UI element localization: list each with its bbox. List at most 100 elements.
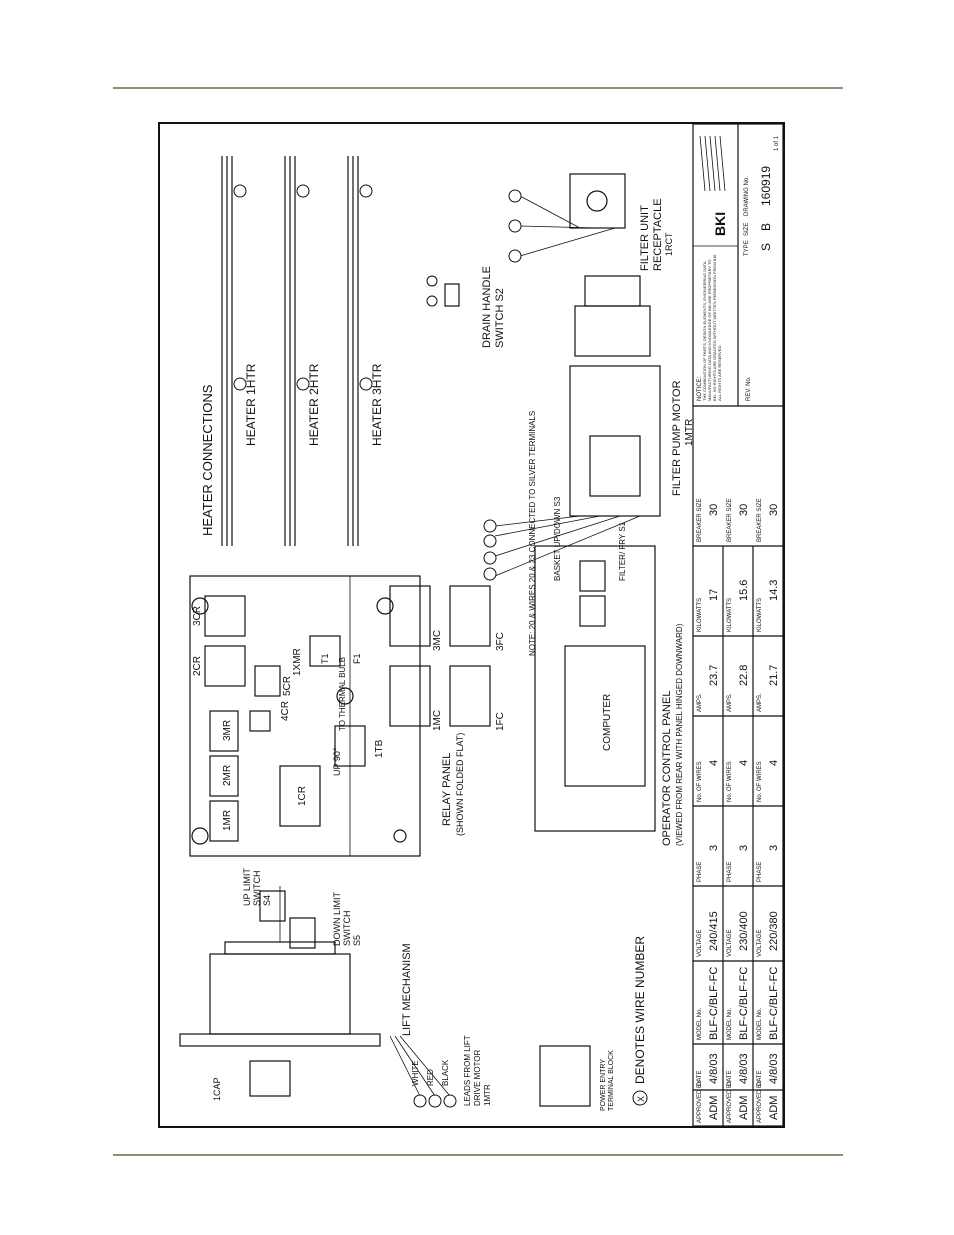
svg-text:1FC: 1FC (495, 712, 506, 731)
svg-text:4: 4 (738, 760, 750, 766)
svg-text:3: 3 (738, 845, 750, 851)
svg-text:1RCT: 1RCT (664, 232, 674, 256)
svg-text:3MR: 3MR (222, 720, 233, 741)
svg-text:NOTICE:: NOTICE: (697, 376, 703, 401)
svg-text:4: 4 (708, 760, 720, 766)
svg-text:1XMR: 1XMR (292, 648, 303, 676)
svg-text:1CAP: 1CAP (212, 1077, 222, 1101)
svg-text:No. OF WIRES: No. OF WIRES (727, 761, 733, 802)
svg-text:4/8/03: 4/8/03 (738, 1053, 750, 1084)
svg-text:4/8/03: 4/8/03 (768, 1053, 780, 1084)
svg-text:TYPE: TYPE (744, 240, 750, 256)
svg-text:DATE: DATE (727, 1070, 733, 1086)
svg-text:2CR: 2CR (192, 656, 203, 676)
wire-number-legend: X DENOTES WIRE NUMBER (632, 936, 648, 1106)
svg-text:VOLTAGE: VOLTAGE (697, 930, 703, 957)
svg-text:APPROVED BY: APPROVED BY (757, 1080, 763, 1123)
svg-text:30: 30 (738, 504, 750, 516)
wiring-diagram-sheet: HEATER CONNECTIONS HEATER 1HTR HEATER 2H… (158, 122, 785, 1128)
svg-text:DATE: DATE (697, 1070, 703, 1086)
svg-text:AMPS.: AMPS. (757, 693, 763, 712)
relay-panel-label: RELAY PANEL (441, 753, 453, 826)
wiring-diagram: HEATER CONNECTIONS HEATER 1HTR HEATER 2H… (179, 124, 783, 1126)
svg-text:MODEL No.: MODEL No. (697, 1008, 703, 1040)
svg-text:No. OF WIRES: No. OF WIRES (757, 761, 763, 802)
header-rule (113, 87, 843, 89)
svg-text:SWITCH: SWITCH (342, 911, 352, 947)
svg-text:KILOWATTS: KILOWATTS (697, 598, 703, 632)
svg-text:4/8/03: 4/8/03 (708, 1053, 720, 1084)
svg-text:BKI: BKI (712, 212, 728, 236)
svg-text:FILTER UNIT: FILTER UNIT (639, 205, 651, 271)
svg-text:(VIEWED FROM REAR WITH PANEL H: (VIEWED FROM REAR WITH PANEL HINGED DOWN… (675, 623, 684, 846)
svg-text:BLF-C/BLF-FC: BLF-C/BLF-FC (708, 967, 720, 1040)
footer-rule (113, 1154, 843, 1156)
svg-text:PHASE: PHASE (757, 862, 763, 882)
lift-motor-leads: WHITE RED BLACK LEADS FROM LIFT DRIVE MO… (389, 1035, 492, 1108)
svg-text:3FC: 3FC (495, 632, 506, 651)
svg-text:S5: S5 (352, 935, 362, 946)
svg-text:30: 30 (768, 504, 780, 516)
svg-text:KILOWATTS: KILOWATTS (757, 598, 763, 632)
svg-text:PHASE: PHASE (697, 862, 703, 882)
svg-text:RECEPTACLE: RECEPTACLE (652, 198, 664, 271)
svg-text:FILTER/ FRY S1: FILTER/ FRY S1 (618, 521, 627, 581)
svg-text:14.3: 14.3 (768, 580, 780, 601)
svg-text:3: 3 (708, 845, 720, 851)
svg-text:MODEL No.: MODEL No. (757, 1008, 763, 1040)
svg-text:ADM: ADM (738, 1096, 750, 1120)
svg-text:21.7: 21.7 (768, 665, 780, 686)
svg-text:BASKET UP/DOWN S3: BASKET UP/DOWN S3 (553, 496, 562, 581)
heater-2-label: HEATER 2HTR (307, 363, 321, 446)
drain-handle-switch: DRAIN HANDLE SWITCH S2 (426, 266, 506, 348)
svg-text:SWITCH: SWITCH (252, 871, 262, 907)
svg-text:3: 3 (768, 845, 780, 851)
svg-text:4: 4 (768, 760, 780, 766)
svg-text:BLF-C/BLF-FC: BLF-C/BLF-FC (738, 967, 750, 1040)
svg-text:PHASE: PHASE (727, 862, 733, 882)
svg-text:RED: RED (426, 1069, 435, 1086)
svg-text:220/380: 220/380 (768, 911, 780, 951)
svg-text:(SHOWN FOLDED FLAT): (SHOWN FOLDED FLAT) (455, 733, 465, 836)
heater-connections: HEATER CONNECTIONS HEATER 1HTR HEATER 2H… (200, 156, 384, 546)
power-entry-terminal-block: POWER ENTRY TERMINAL BLOCK (539, 1045, 615, 1111)
svg-text:DENOTES WIRE NUMBER: DENOTES WIRE NUMBER (633, 936, 647, 1084)
svg-text:23.7: 23.7 (708, 665, 720, 686)
svg-text:BREAKER SIZE: BREAKER SIZE (757, 498, 763, 542)
svg-text:APPROVED BY: APPROVED BY (727, 1080, 733, 1123)
svg-text:WHITE: WHITE (411, 1060, 420, 1086)
svg-text:160919: 160919 (759, 166, 773, 206)
svg-text:DRIVE MOTOR: DRIVE MOTOR (473, 1049, 482, 1106)
svg-text:X: X (636, 1096, 646, 1102)
svg-text:1MTR: 1MTR (684, 419, 695, 446)
svg-text:No. OF WIRES: No. OF WIRES (697, 761, 703, 802)
svg-text:DRAIN HANDLE: DRAIN HANDLE (481, 266, 493, 348)
lift-mechanism: UP LIMIT SWITCH S4 DOWN LIMIT SWITCH S5 … (179, 868, 413, 1047)
svg-text:REV. No.: REV. No. (746, 376, 752, 401)
title-block: APPROVED BY DATE MODEL No. VOLTAGE PHASE… (692, 124, 783, 1126)
svg-text:FILTER PUMP MOTOR: FILTER PUMP MOTOR (671, 380, 683, 496)
heater-1-label: HEATER 1HTR (244, 363, 258, 446)
svg-text:F1: F1 (352, 653, 362, 664)
svg-text:AMPS.: AMPS. (697, 693, 703, 712)
capacitor: 1CAP (212, 1060, 291, 1101)
svg-text:SWITCH S2: SWITCH S2 (494, 288, 506, 348)
svg-text:1MTR: 1MTR (483, 1084, 492, 1106)
filter-pump-motor: FILTER PUMP MOTOR 1MTR (483, 275, 695, 581)
svg-text:1TB: 1TB (374, 739, 385, 758)
operator-control-panel-label: OPERATOR CONTROL PANEL (661, 691, 673, 846)
svg-text:VOLTAGE: VOLTAGE (757, 930, 763, 957)
svg-text:TERMINAL BLOCK: TERMINAL BLOCK (608, 1050, 615, 1111)
svg-text:AMPS.: AMPS. (727, 693, 733, 712)
svg-text:POWER ENTRY: POWER ENTRY (600, 1059, 607, 1111)
svg-text:4CR: 4CR (280, 701, 291, 721)
svg-text:TO THERMAL BULB: TO THERMAL BULB (338, 657, 347, 731)
svg-text:1CR: 1CR (297, 786, 308, 806)
svg-text:S4: S4 (262, 895, 272, 906)
svg-text:DATE: DATE (757, 1070, 763, 1086)
bki-logo: BKI (699, 135, 728, 236)
relay-panel: 1MR 2MR 3MR 1CR 4CR 5CR 1XMR 2CR 3CR 1TB… (189, 575, 465, 857)
svg-text:17: 17 (708, 589, 720, 601)
svg-text:230/400: 230/400 (738, 911, 750, 951)
svg-text:MODEL No.: MODEL No. (727, 1008, 733, 1040)
